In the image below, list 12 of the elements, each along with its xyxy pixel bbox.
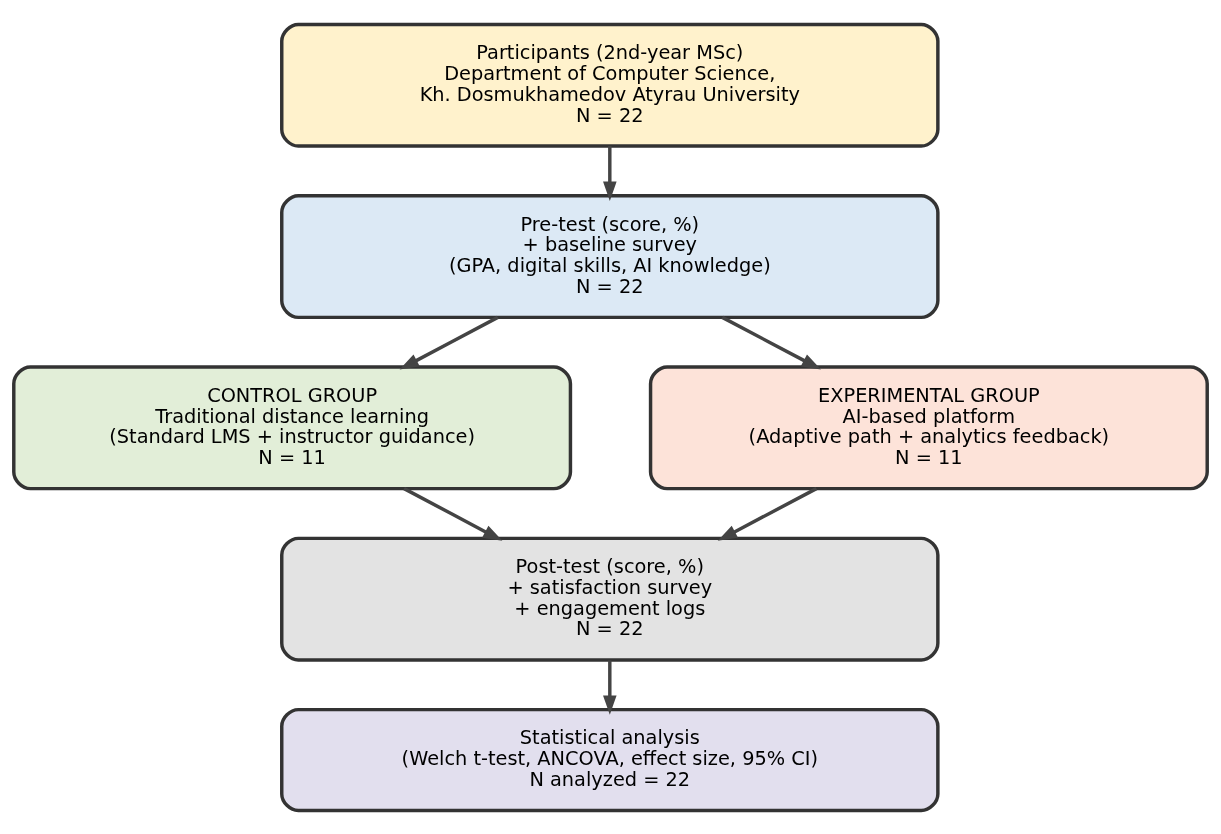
node-box: Post-test (score, %) + satisfaction survey + engagement logs N = 22	[280, 536, 940, 662]
arrow	[717, 486, 818, 541]
node-box: Statistical analysis (Welch t-test, ANCOVA, effect size, 95% CI) N analyzed = 22	[280, 707, 940, 812]
arrow	[403, 486, 503, 541]
node-box: Pre-test (score, %) + baseline survey (GPA, digital skills, AI knowledge) N = 22	[280, 193, 940, 319]
node-box: Participants (2nd-year MSc) Department of Computer Science, Kh. Dosmukhamedov Atyrau University N = 22	[280, 22, 940, 148]
arrow	[603, 145, 617, 201]
arrow	[399, 315, 499, 369]
node-box: CONTROL GROUP Traditional distance learning (Standard LMS + instructor guidance) N = 11	[12, 364, 573, 490]
arrow	[721, 315, 821, 369]
arrow	[603, 659, 617, 715]
node-box: EXPERIMENTAL GROUP AI-based platform (Adaptive path + analytics feedback) N = 11	[648, 364, 1209, 490]
